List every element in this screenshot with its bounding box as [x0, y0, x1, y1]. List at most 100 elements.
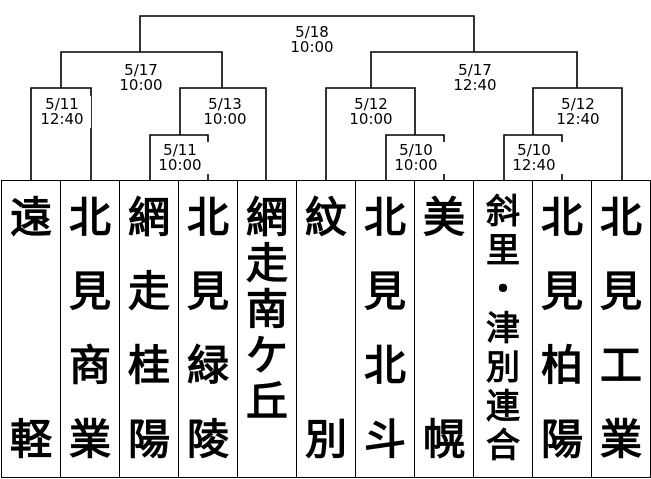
- team-name-char: 南: [245, 285, 288, 334]
- match-date: 5/12: [354, 95, 388, 113]
- team-name: 北見緑陵: [179, 181, 237, 477]
- team-name-char: 桂: [127, 341, 170, 390]
- team-name-char: 見: [68, 267, 111, 316]
- team-name-char: 幌: [422, 415, 465, 464]
- match-time: 10:00: [119, 76, 163, 94]
- match-time: 10:00: [158, 156, 202, 174]
- team-name: 遠軽: [2, 181, 60, 477]
- team-name: 網走桂陽: [120, 181, 178, 477]
- team-name: 北見北斗: [356, 181, 414, 477]
- team-name-char: 軽: [9, 415, 52, 464]
- team-name-char: 別: [486, 348, 520, 388]
- team-name-char: 北: [68, 193, 111, 242]
- match-date: 5/10: [399, 141, 433, 159]
- bracket-line-qf-4: [532, 87, 623, 180]
- team-name-char: 陽: [127, 415, 170, 464]
- team-name-char: 見: [363, 267, 406, 316]
- team-name-char: 北: [599, 193, 642, 242]
- match-time: 12:40: [40, 110, 84, 128]
- team-name-char: 斗: [363, 415, 406, 464]
- bracket-line-semi-left: [60, 51, 223, 88]
- team-name-char: 里: [486, 231, 520, 271]
- team-name-char: 見: [186, 267, 229, 316]
- match-time: 10:00: [394, 156, 438, 174]
- team-name-char: 美: [422, 193, 465, 242]
- team-name-char: 紋: [304, 193, 347, 242]
- team-name-char: 斜: [486, 192, 520, 232]
- team-name-char: 北: [363, 193, 406, 242]
- team-name-char: ・: [486, 270, 520, 310]
- match-date: 5/18: [295, 23, 329, 41]
- team-box: 美幌: [414, 180, 474, 478]
- bracket-line-qf-1: [30, 87, 92, 180]
- team-box: 北見工業: [591, 180, 651, 478]
- team-name-char: 緑: [186, 341, 229, 390]
- match-date: 5/11: [163, 141, 197, 159]
- team-name: 北見商業: [61, 181, 119, 477]
- team-box: 北見柏陽: [532, 180, 592, 478]
- team-box: 網走南ケ丘: [237, 180, 297, 478]
- team-name: 美幌: [415, 181, 473, 477]
- team-name: 北見工業: [592, 181, 650, 477]
- match-time: 12:40: [512, 156, 556, 174]
- team-name: 斜里・津別連合: [474, 181, 532, 477]
- match-date: 5/17: [458, 61, 492, 79]
- team-name-char: 別: [304, 415, 347, 464]
- team-name-char: 走: [245, 239, 288, 288]
- team-name-char: 見: [599, 267, 642, 316]
- team-box: 北見商業: [60, 180, 120, 478]
- bracket-line-final: [139, 15, 475, 52]
- bracket-line-qf-2: [179, 87, 267, 180]
- match-time: 12:40: [453, 76, 497, 94]
- bracket-line-semi-right: [370, 51, 578, 88]
- team-name: 北見柏陽: [533, 181, 591, 477]
- match-time: 10:00: [290, 38, 334, 56]
- team-name-char: ケ: [245, 331, 288, 380]
- match-time: 12:40: [556, 110, 600, 128]
- team-box: 網走桂陽: [119, 180, 179, 478]
- team-name-char: 連: [486, 387, 520, 427]
- match-date: 5/10: [517, 141, 551, 159]
- team-name-char: 網: [245, 193, 288, 242]
- team-name-char: 北: [540, 193, 583, 242]
- bracket-line-qf-3: [325, 87, 416, 180]
- team-name-char: 陽: [540, 415, 583, 464]
- match-time: 10:00: [203, 110, 247, 128]
- team-box: 紋別: [296, 180, 356, 478]
- team-name-char: 業: [68, 415, 111, 464]
- team-name: 紋別: [297, 181, 355, 477]
- team-name-char: 走: [127, 267, 170, 316]
- match-date: 5/17: [124, 61, 158, 79]
- team-name-char: 商: [68, 341, 111, 390]
- match-date: 5/11: [45, 95, 79, 113]
- match-date: 5/12: [561, 95, 595, 113]
- team-name-char: 津: [486, 309, 520, 349]
- match-time: 10:00: [349, 110, 393, 128]
- team-name-char: 見: [540, 267, 583, 316]
- team-name-char: 業: [599, 415, 642, 464]
- team-name-char: 北: [363, 341, 406, 390]
- team-name-char: 工: [599, 341, 642, 390]
- team-name-char: 網: [127, 193, 170, 242]
- team-name-char: 合: [486, 426, 520, 466]
- team-name-char: 丘: [245, 377, 288, 426]
- match-date: 5/13: [208, 95, 242, 113]
- team-box: 北見緑陵: [178, 180, 238, 478]
- team-box: 斜里・津別連合: [473, 180, 533, 478]
- team-box: 遠軽: [1, 180, 61, 478]
- team-name-char: 柏: [540, 341, 583, 390]
- team-name-char: 陵: [186, 415, 229, 464]
- team-name-char: 北: [186, 193, 229, 242]
- team-name-char: 遠: [9, 193, 52, 242]
